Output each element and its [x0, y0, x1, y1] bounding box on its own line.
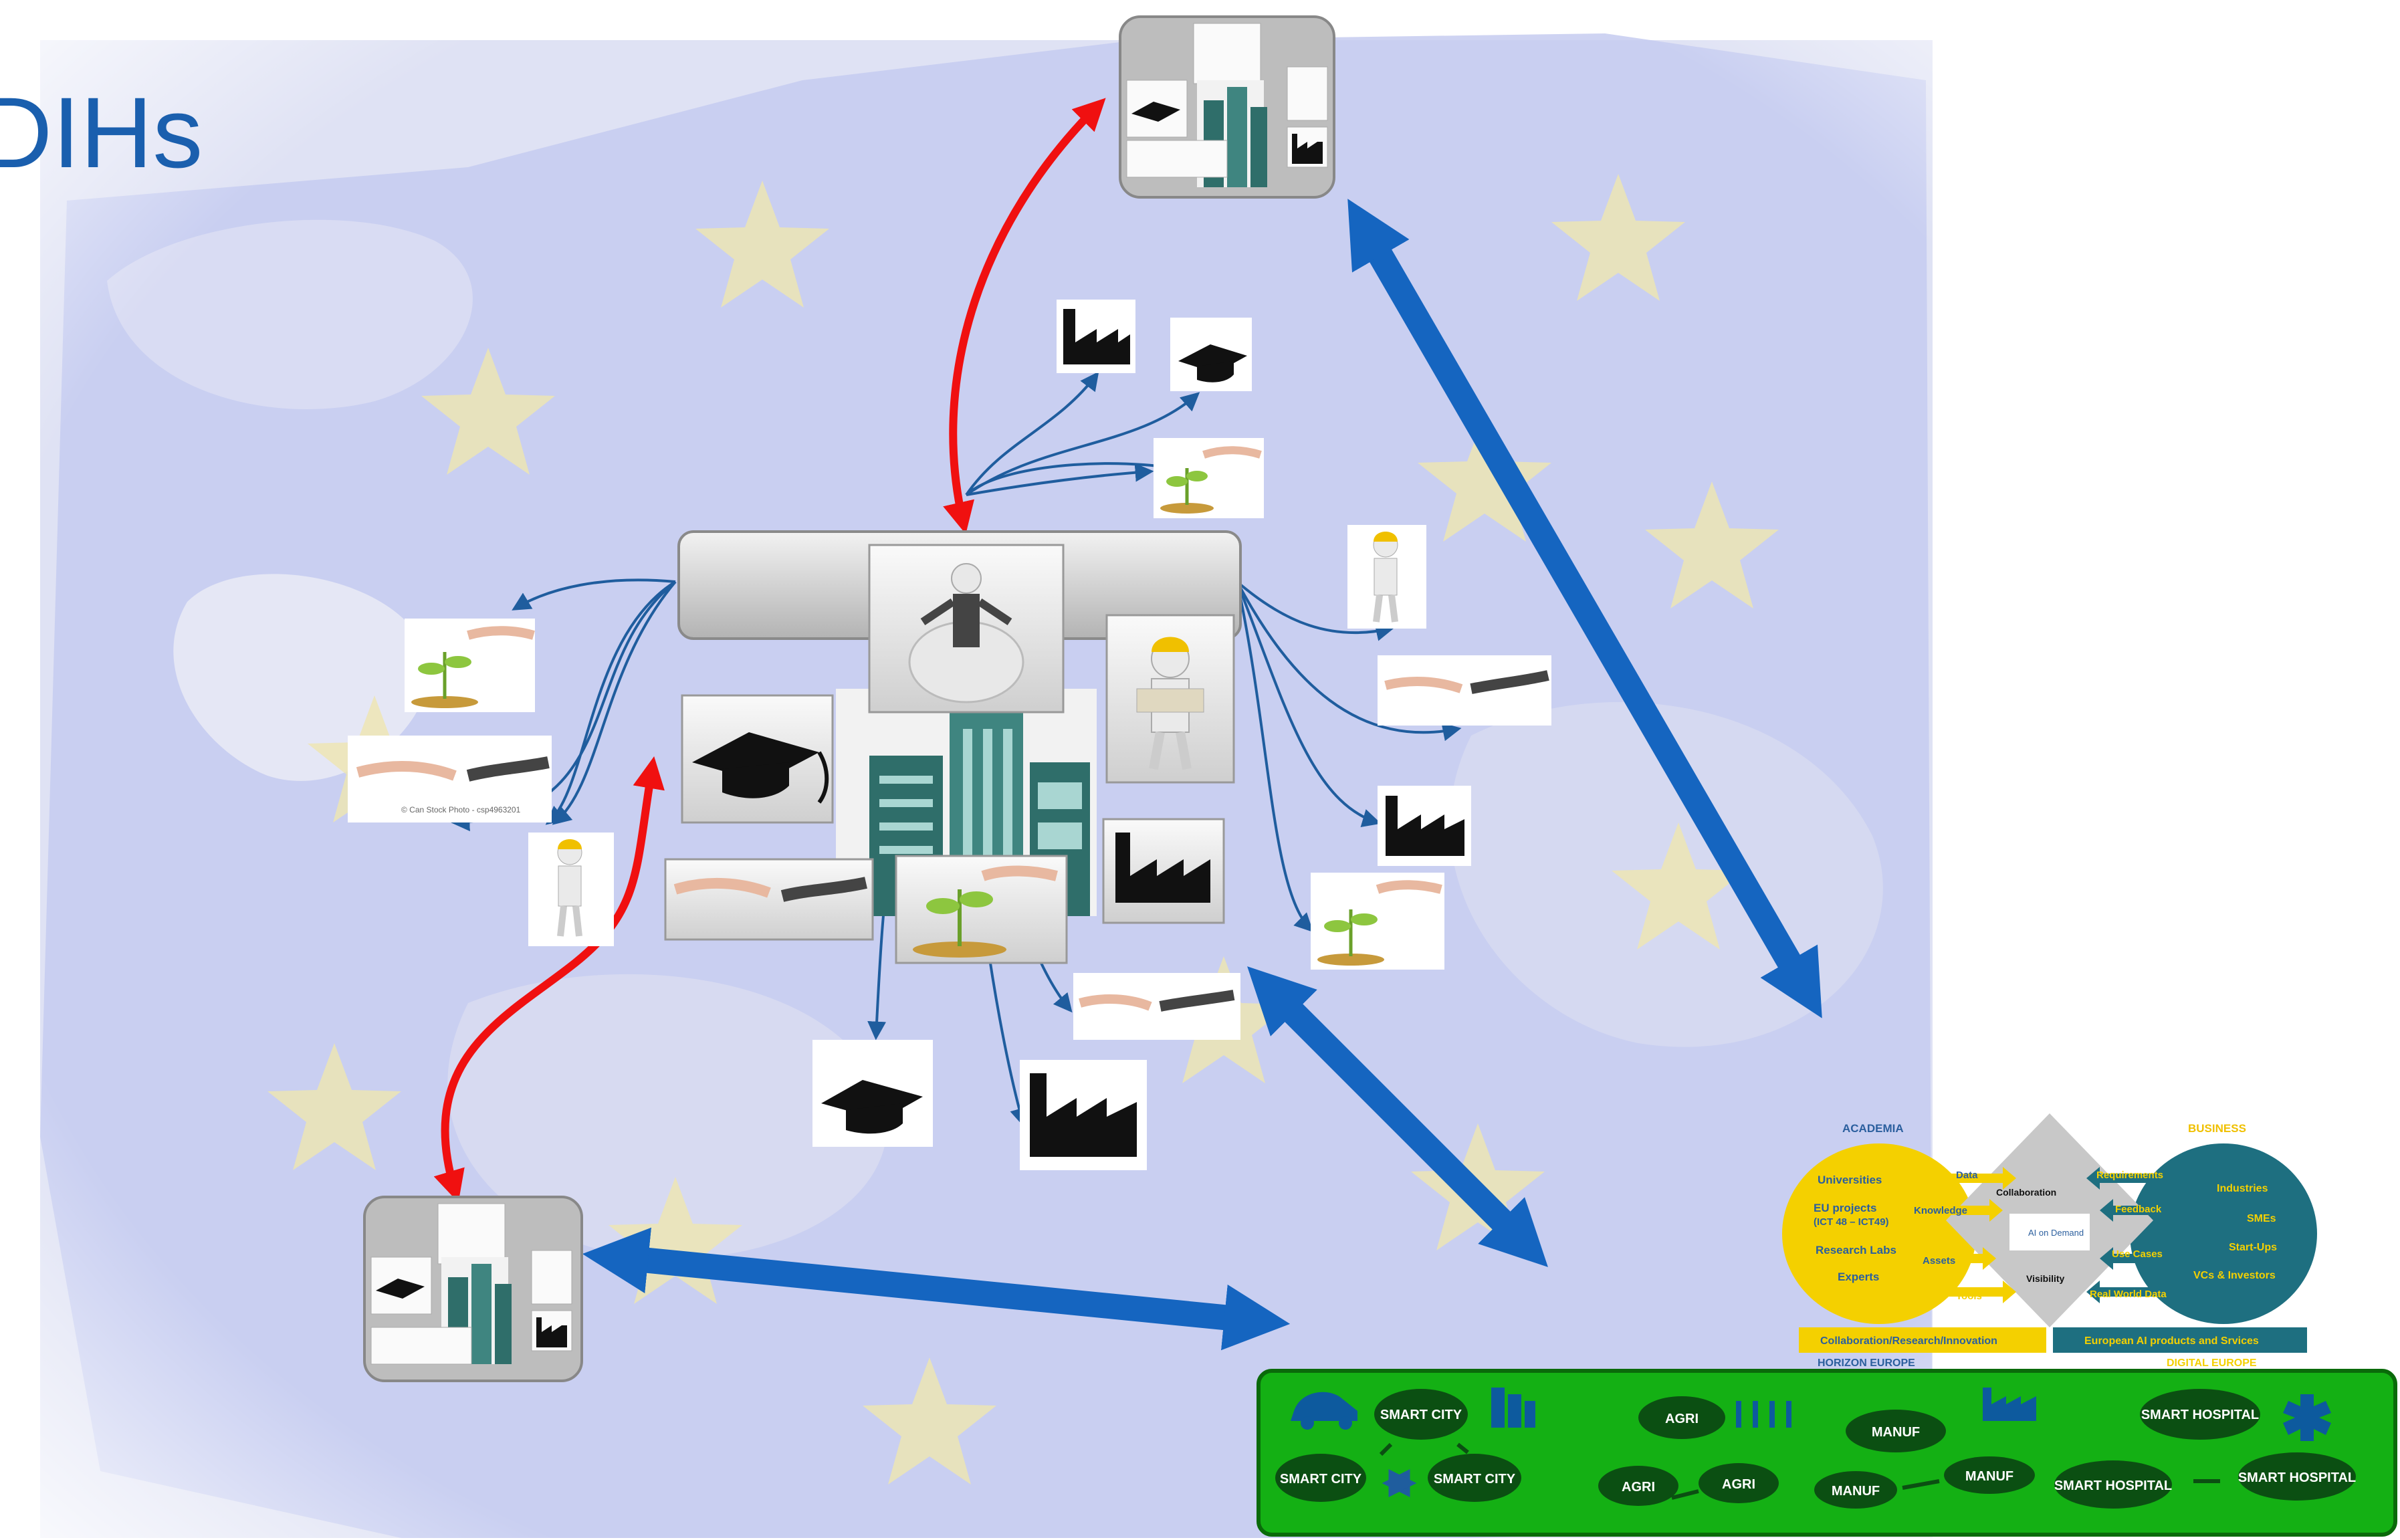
agri-right: AGRI	[1722, 1477, 1755, 1492]
sector-panel: SMART CITY SMART CITY SMART CITY AGRI AG…	[1257, 1369, 2397, 1537]
bar-right-text: European AI products and Srvices	[2084, 1335, 2259, 1347]
building-icon	[1491, 1388, 1535, 1428]
hospital-left: SMART HOSPITAL	[2054, 1478, 2172, 1493]
right-item-1: Industries	[2217, 1183, 2268, 1194]
plant-coins-icon	[405, 619, 535, 712]
left-flows	[1946, 1167, 2016, 1303]
footer-horizon: HORIZON EUROPE	[1818, 1357, 1915, 1369]
smart-hospital-group: SMART HOSPITAL SMART HOSPITAL SMART HOSP…	[2054, 1389, 2356, 1509]
inter-dih-arrows	[582, 199, 1822, 1351]
plant-coins-icon	[895, 855, 1068, 964]
flow-data: Data	[1956, 1170, 1978, 1181]
manuf-right: MANUF	[1965, 1469, 2013, 1484]
hospital-right: SMART HOSPITAL	[2238, 1470, 2356, 1485]
left-item-4: Research Labs	[1816, 1244, 1896, 1256]
right-flows	[2086, 1167, 2167, 1303]
worker-icon	[528, 833, 614, 946]
dih-hub-north	[1119, 15, 1335, 199]
smart-city-group: SMART CITY SMART CITY SMART CITY	[1275, 1388, 1535, 1502]
city-main: SMART CITY	[1380, 1408, 1462, 1422]
bar-left	[1799, 1327, 2046, 1353]
flow-requirements: Requirements	[2096, 1170, 2163, 1181]
center-visibility: Visibility	[2026, 1273, 2065, 1284]
bar-right	[2053, 1327, 2307, 1353]
hospital-main: SMART HOSPITAL	[2141, 1408, 2259, 1422]
flow-assets: Assets	[1923, 1255, 1955, 1267]
right-item-4: VCs & Investors	[2193, 1270, 2276, 1281]
flow-real-world-data: Real World Data	[2090, 1289, 2167, 1300]
graduation-cap-icon	[681, 694, 834, 824]
city-right: SMART CITY	[1434, 1472, 1516, 1487]
robot-hand-icon	[664, 858, 874, 941]
academia-circle	[1782, 1143, 1976, 1324]
flow-tools: Tools	[1956, 1291, 1982, 1302]
dih-hub-south-west	[363, 1196, 583, 1382]
wheat-icon	[1736, 1401, 1791, 1428]
red-arrow-north	[943, 98, 1106, 534]
car-icon	[1291, 1392, 1357, 1421]
business-circle	[2130, 1143, 2317, 1324]
logo-text: AI on Demand	[2028, 1228, 2084, 1238]
bar-left-text: Collaboration/Research/Innovation	[1820, 1335, 1997, 1347]
blue-arrow-center-south	[1247, 966, 1548, 1267]
satellite-icons: © Can Stock Photo - csp4963201	[348, 300, 1551, 1170]
flow-use-cases: Use Cases	[2112, 1248, 2163, 1260]
business-label: BUSINESS	[2188, 1122, 2246, 1135]
manuf-main: MANUF	[1872, 1425, 1920, 1440]
flow-knowledge: Knowledge	[1914, 1205, 1967, 1216]
factory-icon	[1020, 1060, 1147, 1170]
red-links	[433, 98, 1106, 1203]
businessman-icon	[868, 544, 1065, 713]
central-hub	[664, 530, 1242, 964]
robot-hand-icon	[1073, 973, 1240, 1040]
left-item-2: EU projects	[1814, 1202, 1876, 1214]
robot-hand-icon: © Can Stock Photo - csp4963201	[348, 736, 552, 822]
factory-icon	[1057, 300, 1135, 373]
factory-icon	[1378, 786, 1471, 866]
blue-arrow-south-west	[582, 1227, 1291, 1351]
center-collaboration: Collaboration	[1996, 1187, 2056, 1198]
right-item-2: SMEs	[2247, 1213, 2276, 1224]
manuf-left: MANUF	[1832, 1484, 1880, 1499]
city-left: SMART CITY	[1280, 1472, 1362, 1487]
flow-feedback: Feedback	[2115, 1204, 2162, 1215]
left-item-3: (ICT 48 – ICT49)	[1814, 1216, 1889, 1228]
agri-group: AGRI AGRI AGRI	[1598, 1396, 1791, 1506]
blue-arrow-north-east	[1347, 199, 1822, 1018]
plant-coins-icon	[1311, 873, 1444, 970]
footer-digital: DIGITAL EUROPE	[2167, 1357, 2257, 1369]
watermark: © Can Stock Photo - csp4963201	[401, 805, 521, 814]
robot-hand-icon	[1378, 655, 1551, 726]
left-item-1: Universities	[1818, 1174, 1882, 1186]
ai-on-demand-panel: ACADEMIA BUSINESS Universities EU projec…	[1782, 1113, 2317, 1369]
worker-icon	[1105, 614, 1235, 784]
worker-icon	[1347, 525, 1426, 629]
agri-main: AGRI	[1665, 1412, 1699, 1426]
graduation-cap-icon	[812, 1040, 933, 1147]
graduation-cap-icon	[1170, 318, 1252, 391]
ai-on-demand-logo	[2009, 1214, 2090, 1250]
factory-icon	[1983, 1388, 2036, 1421]
manuf-group: MANUF MANUF MANUF	[1814, 1388, 2036, 1509]
red-arrow-south	[433, 756, 665, 1203]
agri-left: AGRI	[1622, 1480, 1655, 1495]
star-of-life-icon	[2283, 1394, 2331, 1441]
plant-coins-icon	[1154, 438, 1264, 518]
factory-icon	[1102, 818, 1225, 924]
right-item-3: Start-Ups	[2229, 1242, 2277, 1253]
page-title: DIHs	[0, 76, 203, 189]
academia-label: ACADEMIA	[1842, 1122, 1904, 1135]
left-item-5: Experts	[1838, 1271, 1879, 1283]
